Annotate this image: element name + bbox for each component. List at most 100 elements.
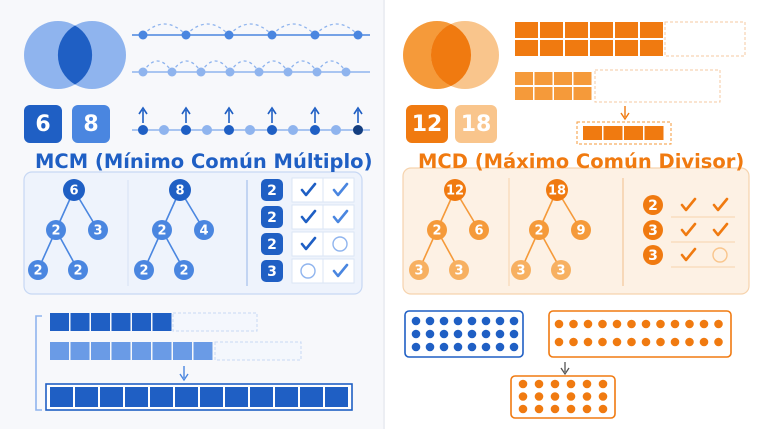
factor-label: 3 [648, 223, 658, 239]
check-icon [332, 263, 349, 278]
lcm-tree-b-leaf-circle [174, 260, 194, 280]
number-line-dot [138, 30, 148, 40]
dot-a [411, 316, 421, 326]
gcd-tree-a-root-label: 12 [446, 184, 464, 199]
lcm-tree-a-leaf-label: 2 [73, 264, 82, 279]
multiple-dot [310, 125, 320, 135]
lcm-tree-b-leaf-label: 2 [139, 264, 148, 279]
lcm-tree-a-root-label: 6 [69, 184, 78, 199]
gcd-bar-a-cell [615, 40, 638, 56]
panel-divider [383, 0, 385, 429]
multiple-dot [159, 125, 169, 135]
dot-b [699, 337, 709, 347]
gcd-number-b-badge: 18 [455, 105, 497, 143]
dot-b [598, 337, 607, 347]
lcm-tree-a-child-label: 2 [51, 224, 60, 239]
check-icon [300, 236, 317, 251]
lcm-tree-a-child-circle [46, 220, 66, 240]
factor-label: 2 [267, 210, 277, 226]
dot-b [612, 337, 622, 347]
check-icon [300, 209, 317, 224]
dot-result [534, 404, 544, 414]
bar-result-segment [100, 387, 123, 407]
number-line-dot [254, 67, 264, 77]
dot-b [583, 337, 593, 347]
bar-result-segment [225, 387, 248, 407]
dot-a [481, 316, 491, 326]
multiple-dot [288, 125, 298, 135]
dot-a [509, 329, 519, 339]
number-line-dot [310, 30, 320, 40]
dot-result [518, 392, 528, 401]
check-icon [680, 247, 697, 262]
bar-b-segment [173, 342, 192, 360]
factor-badge [261, 206, 283, 228]
factor-badge [643, 245, 663, 265]
jump-arc [171, 60, 202, 73]
dot-a [495, 329, 505, 339]
gcd-tree-a-leaf-label: 3 [414, 264, 423, 279]
lcm-title: MCM (Mínimo Común Múltiplo) [35, 150, 373, 173]
gcd-result-cell [583, 126, 602, 140]
dot-b [641, 319, 651, 329]
dot-a [425, 329, 435, 339]
dot-a [509, 316, 519, 326]
dot-a [495, 342, 505, 352]
dot-b [656, 319, 665, 329]
down-arrow-icon-head [179, 373, 189, 382]
factor-badge [643, 220, 663, 240]
dot-result [566, 392, 576, 401]
dot-result [582, 379, 592, 389]
number-line-dot [283, 67, 293, 77]
check-icon [680, 222, 697, 237]
bar-result-segment [325, 387, 348, 407]
gcd-bar-a-cell [565, 22, 588, 38]
lcm-tree-a-leaf-circle [28, 260, 48, 280]
bar-a-segment [70, 313, 90, 331]
bar-a-segment [132, 313, 151, 331]
bar-result-segment [175, 387, 198, 407]
dot-result [598, 392, 608, 401]
dot-a [411, 342, 421, 352]
dot-b [598, 319, 607, 329]
dot-a [439, 316, 449, 326]
dot-b [714, 319, 723, 329]
gcd-bar-a-cell [615, 22, 638, 38]
lcm-tree-b-child-label: 4 [199, 224, 208, 239]
multiple-dot [245, 125, 255, 135]
gcd-bar-a-cell [640, 22, 663, 38]
number-line-dot [167, 67, 177, 77]
gcd-tree-a-leaf-circle [449, 260, 469, 280]
dot-result [550, 379, 560, 389]
gcd-bar-b-cell [573, 72, 592, 85]
bar-result-segment [200, 387, 223, 407]
dot-a [467, 329, 477, 339]
gcd-tree-a-child-circle [427, 220, 447, 240]
gcd-number-a-badge: 12 [406, 105, 448, 143]
gcd-bar-b-remainder [594, 69, 721, 103]
dot-b [656, 337, 665, 347]
dot-result [566, 404, 576, 414]
dot-b [554, 319, 564, 329]
dot-b [569, 319, 578, 329]
factor-badge [261, 260, 283, 282]
bar-result-segment [250, 387, 273, 407]
gcd-bar-a-cell [540, 40, 563, 56]
jump-arc [142, 23, 187, 36]
factor-badge [261, 233, 283, 255]
dot-b [685, 319, 694, 329]
jump-arc [287, 60, 318, 73]
dot-a [411, 329, 421, 339]
dot-b [612, 319, 622, 329]
check-icon [712, 197, 729, 212]
up-arrow-icon-head [353, 106, 363, 115]
lcm-tree-b-root-label: 8 [175, 184, 184, 199]
jump-arc [228, 23, 273, 36]
dot-a [509, 342, 519, 352]
gcd-bar-a-cell [540, 22, 563, 38]
number-line-dot [353, 30, 363, 40]
gcd-tree-b-root-label: 18 [548, 184, 566, 199]
bar-b-segment [193, 342, 213, 360]
gcd-result-cell [603, 126, 623, 140]
